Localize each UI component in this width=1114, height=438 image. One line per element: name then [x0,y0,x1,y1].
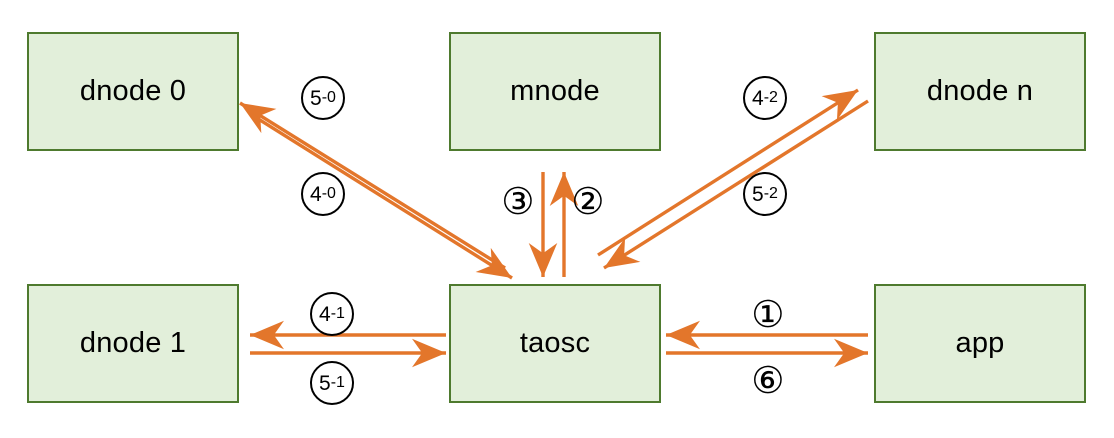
edge-badge-6: ⑥ [751,358,785,402]
node-dnoden-label: dnode n [926,75,1034,107]
edge-badge-4-2: 4-2 [743,76,787,120]
node-dnode1-label: dnode 1 [79,327,187,359]
edge-line-4-0 [251,113,513,280]
edge-badge-4-2-main: 4 [752,86,764,110]
edge-badge-5-1-sub: -1 [330,374,345,391]
edge-badge-1: ① [751,292,785,336]
edge-badge-5-0: 5-0 [301,76,345,120]
node-dnode0[interactable]: dnode 0 [27,32,239,151]
edge-badge-5-0-main: 5 [310,86,322,110]
edge-badge-5-2-sub: -2 [763,185,778,202]
edge-badge-4-1-main: 4 [319,302,331,326]
edge-badge-5-1-main: 5 [319,371,331,395]
edge-badge-4-2-sub: -2 [763,89,778,106]
edge-badge-3: ③ [501,179,535,223]
node-dnoden[interactable]: dnode n [874,32,1086,151]
node-taosc[interactable]: taosc [449,284,661,403]
edge-line-4-2 [597,88,859,257]
edge-line-5-2 [603,99,869,270]
edge-badge-4-0-sub: -0 [321,185,336,202]
node-app[interactable]: app [874,284,1086,403]
edge-badge-2: ② [571,179,605,223]
edge-badge-4-0: 4-0 [301,172,345,216]
edge-badge-5-0-sub: -0 [321,89,336,106]
node-taosc-label: taosc [519,327,591,359]
edge-badge-4-0-main: 4 [310,182,322,206]
edge-badge-4-1-sub: -1 [330,305,345,322]
edge-line-5-0 [239,101,506,270]
node-app-label: app [955,327,1005,359]
edge-badge-5-2-main: 5 [752,182,764,206]
node-mnode[interactable]: mnode [449,32,661,151]
node-dnode0-label: dnode 0 [79,75,187,107]
edge-badge-5-1: 5-1 [310,361,354,405]
node-dnode1[interactable]: dnode 1 [27,284,239,403]
edge-badge-5-2: 5-2 [743,172,787,216]
node-mnode-label: mnode [510,75,600,107]
edge-badge-4-1: 4-1 [310,292,354,336]
